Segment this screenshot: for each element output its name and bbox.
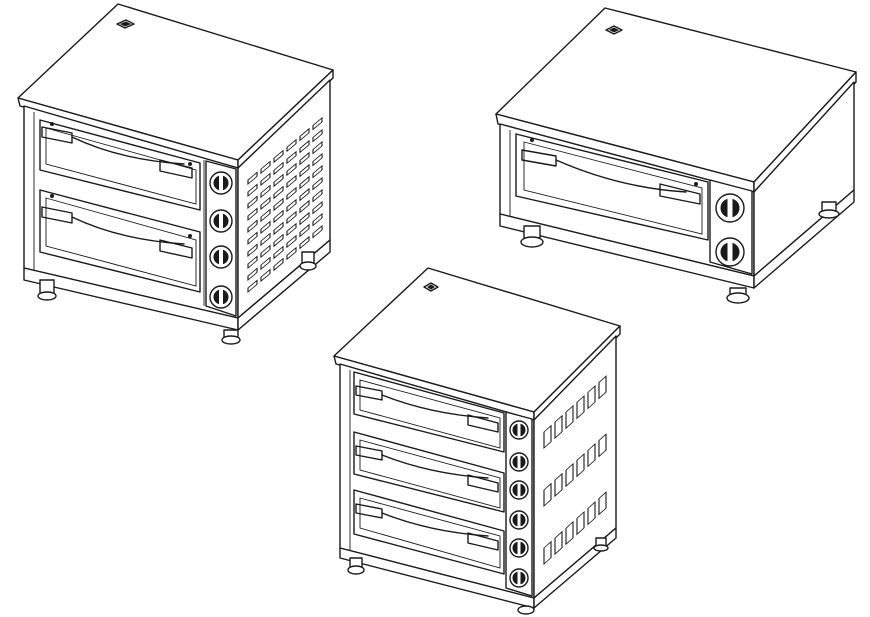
oven-chamber-2 [353,431,505,513]
knob-icon [509,568,529,588]
control-panel [205,160,237,317]
control-knobs [509,420,529,588]
oven-feet [37,251,317,345]
knob-icon [509,420,529,440]
knob-icon [715,193,745,223]
knob-icon [209,171,233,195]
power-switch-icon [116,19,135,29]
knob-icon [509,452,529,472]
oven-feet [347,537,609,615]
control-knobs [209,171,233,309]
knob-icon [209,245,233,269]
knob-icon [209,285,233,309]
oven-chamber-1 [39,119,201,211]
knob-icon [509,480,529,500]
oven-chamber-2 [39,189,201,293]
oven-chamber-3 [353,489,505,575]
knob-icon [509,510,529,530]
control-knobs [715,193,745,267]
oven-top-side-edge [753,71,857,193]
oven-chamber-1 [515,133,709,241]
knob-icon [209,209,233,233]
door-handle-right [659,183,701,205]
door-handle-left [41,126,73,144]
oven-chamber-1 [353,371,505,453]
oven-feet [520,201,840,304]
knob-icon [715,237,745,267]
door-handle-left [521,149,557,167]
side-vent-slots [543,375,607,566]
oven-top-side-edge [533,325,621,421]
knob-icon [509,538,529,558]
side-vent-slots [247,116,323,294]
power-switch-icon [605,25,623,35]
power-switch-icon [423,282,439,292]
oven-top-side-edge [237,69,334,169]
door-handle-right [159,159,193,179]
